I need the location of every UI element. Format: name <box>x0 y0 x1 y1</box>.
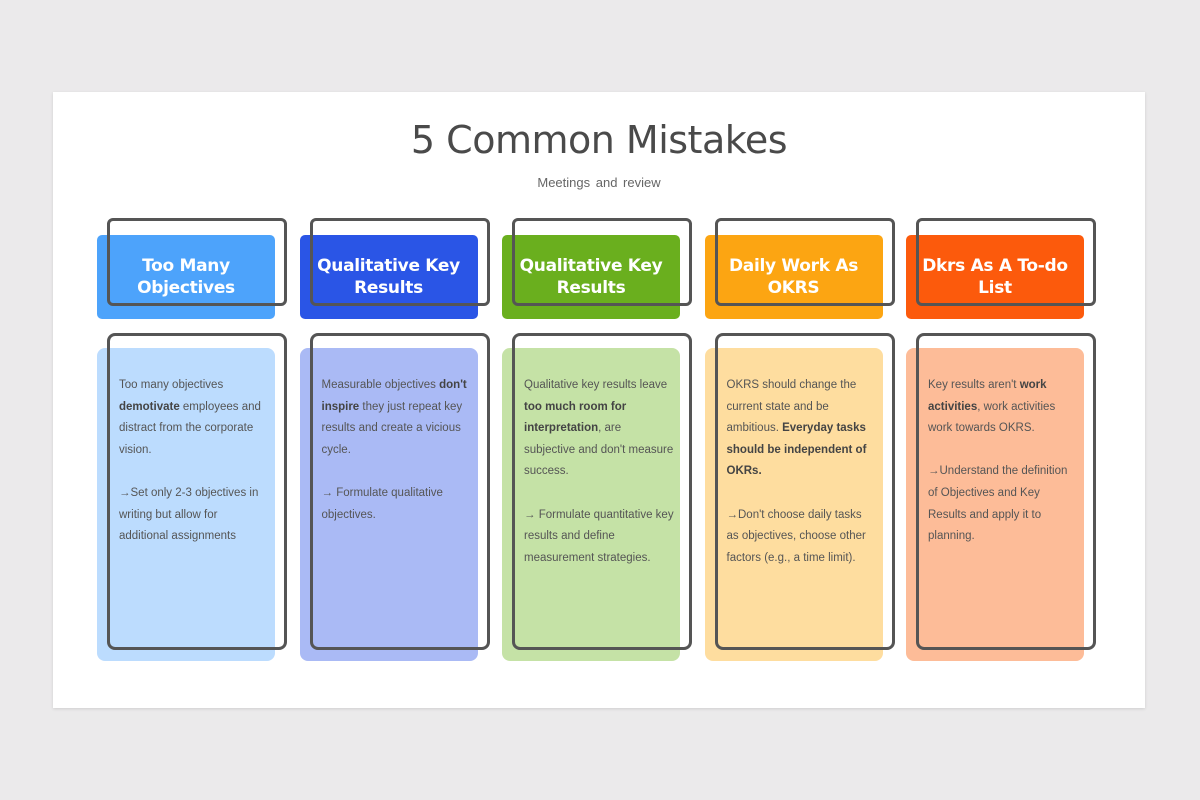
emphasis-text: work activities <box>928 379 1047 413</box>
card-paragraph: Too many objectives demotivate employees… <box>119 375 269 461</box>
body-text-run: Qualitative key results leave <box>524 379 668 391</box>
card-heading: Daily Work As OKRS <box>728 256 859 298</box>
card-body: Key results aren't work activities, work… <box>906 348 1084 661</box>
body-outline <box>714 333 895 650</box>
card-heading: Too Many Objectives <box>137 256 235 298</box>
card-paragraph: →Set only 2-3 objectives in writing but … <box>119 483 269 548</box>
body-outline <box>512 333 692 650</box>
emphasis-text: Everyday tasks should be independent of … <box>726 422 867 478</box>
card-paragraph: Qualitative key results leave too much r… <box>524 375 674 483</box>
header-outline <box>916 218 1096 306</box>
body-text-run: → Formulate quantitative key results and… <box>524 508 674 564</box>
body-outline <box>107 333 287 650</box>
header-outline <box>107 218 287 306</box>
card-body: OKRS should change the current state and… <box>704 348 883 661</box>
body-text-run: employees and distract from the corporat… <box>119 400 261 456</box>
slide-title: 5 Common Mistakes <box>410 118 788 162</box>
card-text: Key results aren't work activities, work… <box>928 375 1078 548</box>
body-text-run: Key results aren't <box>928 379 1020 391</box>
card-heading: Qualitative Key Results <box>519 256 663 298</box>
mistake-card-5: Dkrs As A To-do List Key results aren't … <box>906 218 1106 668</box>
header-outline <box>512 218 692 306</box>
card-text: Measurable objectives don't inspire they… <box>322 375 472 526</box>
card-text: Too many objectives demotivate employees… <box>119 375 269 548</box>
card-text: OKRS should change the current state and… <box>727 375 877 569</box>
emphasis-text: don't inspire <box>321 379 467 413</box>
emphasis-text: too much room for interpretation <box>524 400 627 435</box>
body-text-run: → Formulate qualitative objectives. <box>321 486 443 521</box>
body-text-run: →Set only 2-3 objectives in writing but … <box>119 486 259 543</box>
card-paragraph: → Formulate qualitative objectives. <box>322 483 472 526</box>
emphasis-text: demotivate <box>119 400 180 413</box>
mistake-card-2: Qualitative Key Results Measurable objec… <box>299 218 500 668</box>
slide-subtitle: Meetings and review <box>537 175 661 190</box>
header-outline <box>714 218 895 306</box>
body-text-run: Too many objectives <box>119 379 224 391</box>
body-text-run: OKRS should change the current state and… <box>726 379 857 435</box>
body-text-run: →Understand the definition of Objectives… <box>928 465 1068 543</box>
mistake-card-4: Daily Work As OKRS OKRS should change th… <box>704 218 905 668</box>
body-text-run: they just repeat key results and create … <box>321 400 463 456</box>
body-text-run: →Don't choose daily tasks as objectives,… <box>726 508 866 564</box>
body-text-run: , are subjective and don't measure succe… <box>524 422 674 478</box>
card-body: Measurable objectives don't inspire they… <box>299 348 478 661</box>
card-paragraph: →Understand the definition of Objectives… <box>928 461 1078 547</box>
card-paragraph: Measurable objectives don't inspire they… <box>322 375 472 461</box>
card-heading: Dkrs As A To-do List <box>922 256 1068 298</box>
body-outline <box>309 333 490 650</box>
card-paragraph: → Formulate quantitative key results and… <box>524 505 674 570</box>
card-body: Qualitative key results leave too much r… <box>502 348 680 661</box>
header-outline <box>309 218 490 306</box>
body-outline <box>916 333 1096 650</box>
card-text: Qualitative key results leave too much r… <box>524 375 674 569</box>
body-text-run: Measurable objectives <box>321 379 440 391</box>
body-text-run: , work activities work towards OKRS. <box>928 400 1056 435</box>
card-paragraph: OKRS should change the current state and… <box>727 375 877 483</box>
mistake-card-3: Qualitative Key Results Qualitative key … <box>502 218 702 668</box>
card-heading: Qualitative Key Results <box>317 256 460 298</box>
card-paragraph: →Don't choose daily tasks as objectives,… <box>727 505 877 570</box>
mistake-card-1: Too Many Objectives Too many objectives … <box>97 218 297 668</box>
slide: 5 Common Mistakes Meetings and review To… <box>53 92 1145 708</box>
card-body: Too many objectives demotivate employees… <box>97 348 275 661</box>
card-paragraph: Key results aren't work activities, work… <box>928 375 1078 440</box>
